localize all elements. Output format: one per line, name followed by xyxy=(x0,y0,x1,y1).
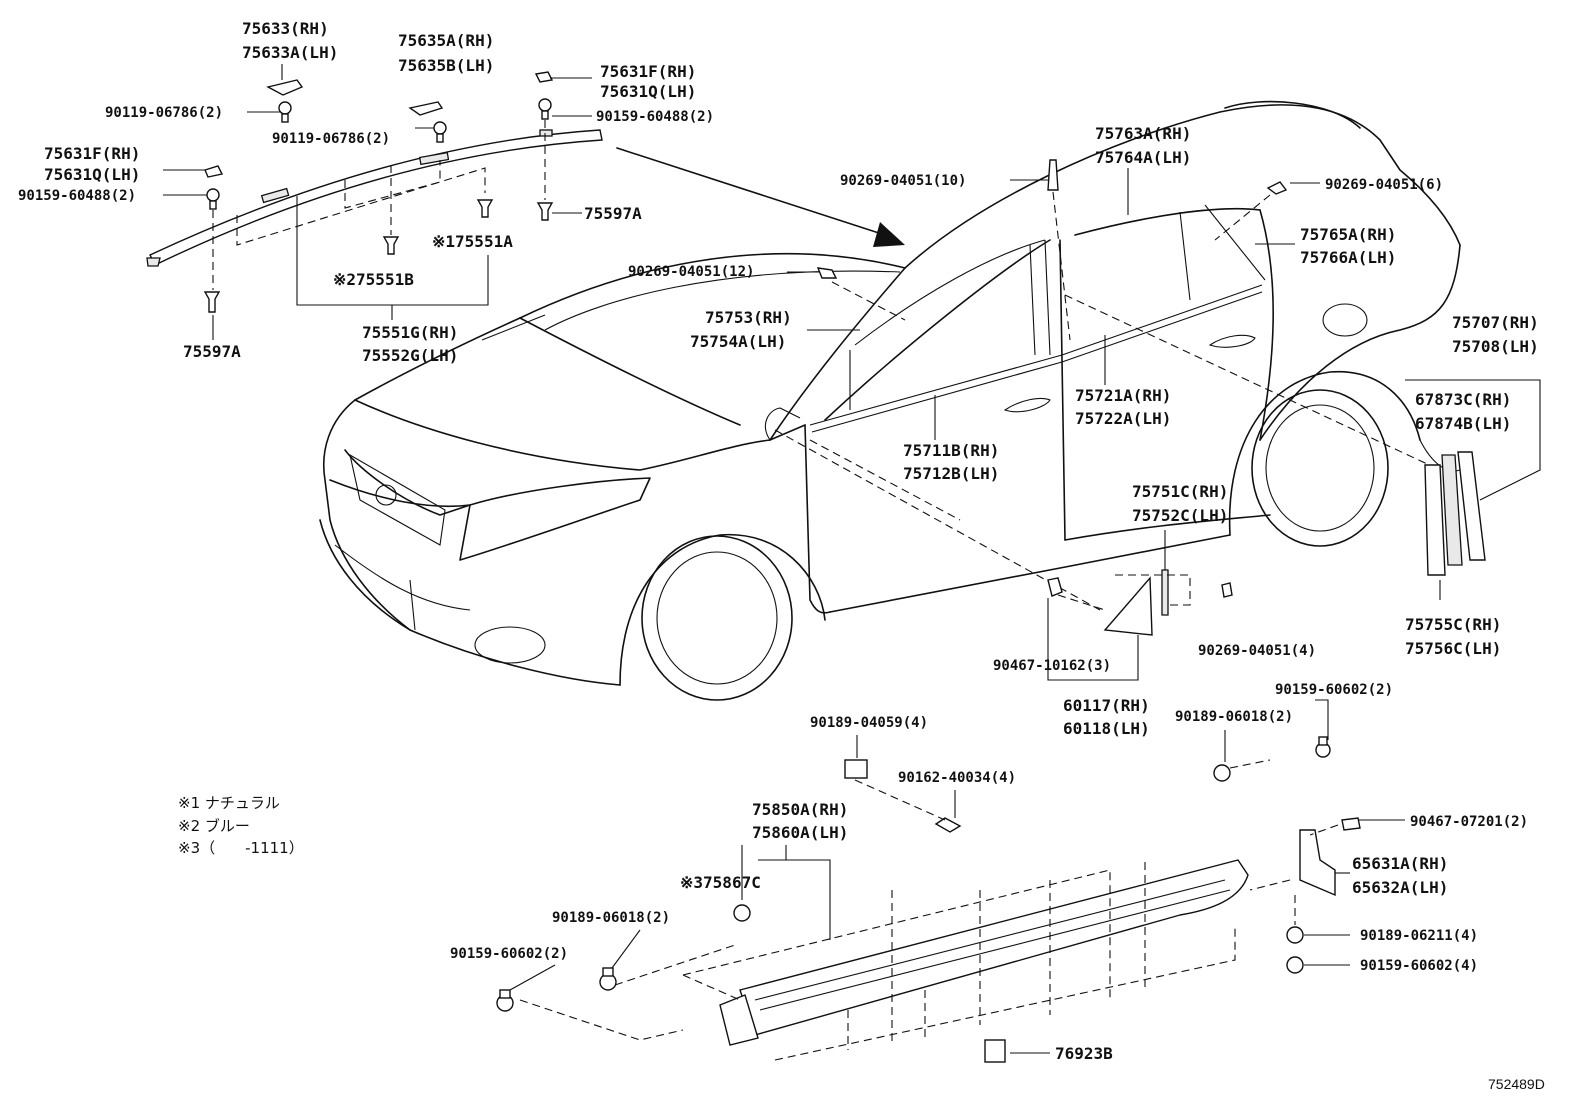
label-75755c: 75755C(RH) xyxy=(1405,615,1501,634)
label-60117: 60117(RH) xyxy=(1063,696,1150,715)
label-60118: 60118(LH) xyxy=(1063,719,1150,738)
label-75753: 75753(RH) xyxy=(705,308,792,327)
label-75552g: 75552G(LH) xyxy=(362,346,458,365)
label-90189-04059: 90189-04059(4) xyxy=(810,715,928,731)
rocker-panel xyxy=(496,699,1405,1063)
body-side-leaders xyxy=(774,159,1441,611)
label-75765a: 75765A(RH) xyxy=(1300,225,1396,244)
label-75551g: 75551G(RH) xyxy=(362,323,458,342)
note-natural: ※1 ナチュラル xyxy=(178,794,280,812)
label-75633a: 75633A(LH) xyxy=(242,43,338,62)
label-76923b: 76923B xyxy=(1055,1044,1113,1063)
label-75754a: 75754A(LH) xyxy=(690,332,786,351)
label-90189-06018-r: 90189-06018(2) xyxy=(1175,709,1293,725)
label-75712b: 75712B(LH) xyxy=(903,464,999,483)
label-90159-60602-4: 90159-60602(4) xyxy=(1360,958,1478,974)
label-90162-40034: 90162-40034(4) xyxy=(898,770,1016,786)
label-75850a: 75850A(RH) xyxy=(752,800,848,819)
label-75631q-left: 75631Q(LH) xyxy=(44,165,140,184)
label-75722a: 75722A(LH) xyxy=(1075,409,1171,428)
label-75711b: 75711B(RH) xyxy=(903,441,999,460)
label-90269-04051-4: 90269-04051(4) xyxy=(1198,643,1316,659)
label-75633: 75633(RH) xyxy=(242,19,329,38)
legend-notes: ※1 ナチュラル ※2 ブルー ※3（ -1111） xyxy=(178,794,304,857)
rear-quarter-garnish xyxy=(1405,379,1541,600)
label-75756c: 75756C(LH) xyxy=(1405,639,1501,658)
roof-rail-assembly xyxy=(146,64,905,341)
label-90467-10162: 90467-10162(3) xyxy=(993,658,1111,674)
label-90189-06018-l: 90189-06018(2) xyxy=(552,910,670,926)
label-90269-04051-10: 90269-04051(10) xyxy=(840,173,966,189)
label-90269-04051-6: 90269-04051(6) xyxy=(1325,177,1443,193)
label-67874b: 67874B(LH) xyxy=(1415,414,1511,433)
label-90159-60488-left: 90159-60488(2) xyxy=(18,188,136,204)
label-75635a: 75635A(RH) xyxy=(398,31,494,50)
label-75635b: 75635B(LH) xyxy=(398,56,494,75)
label-67873c: 67873C(RH) xyxy=(1415,390,1511,409)
note-date-range: ※3（ -1111） xyxy=(178,839,304,857)
car-body xyxy=(319,100,1461,701)
label-90159-60602-2-r: 90159-60602(2) xyxy=(1275,682,1393,698)
label-75751c: 75751C(RH) xyxy=(1132,482,1228,501)
note-blue: ※2 ブルー xyxy=(178,817,250,835)
label-65631a: 65631A(RH) xyxy=(1352,854,1448,873)
label-75752c: 75752C(LH) xyxy=(1132,506,1228,525)
label-90189-06211: 90189-06211(4) xyxy=(1360,928,1478,944)
label-65632a: 65632A(LH) xyxy=(1352,878,1448,897)
label-90269-04051-12: 90269-04051(12) xyxy=(628,264,754,280)
label-75708: 75708(LH) xyxy=(1452,337,1539,356)
label-75631q-top: 75631Q(LH) xyxy=(600,82,696,101)
label-75764a: 75764A(LH) xyxy=(1095,148,1191,167)
label-75763a: 75763A(RH) xyxy=(1095,124,1191,143)
label-90119-06786-a: 90119-06786(2) xyxy=(105,105,223,121)
label-75597a-left: 75597A xyxy=(183,342,241,361)
label-90159-60488-top: 90159-60488(2) xyxy=(596,109,714,125)
label-75766a: 75766A(LH) xyxy=(1300,248,1396,267)
label-75707: 75707(RH) xyxy=(1452,313,1539,332)
label-90159-60602-2-l: 90159-60602(2) xyxy=(450,946,568,962)
label-75631f-left: 75631F(RH) xyxy=(44,144,140,163)
part-labels: 75633(RH) 75633A(LH) 75635A(RH) 75635B(L… xyxy=(18,19,1539,1063)
label-90119-06786-b: 90119-06786(2) xyxy=(272,131,390,147)
label-75721a: 75721A(RH) xyxy=(1075,386,1171,405)
figure-reference-number: 752489D xyxy=(1488,1076,1545,1092)
window-moldings xyxy=(809,204,1266,433)
label-75860a: 75860A(LH) xyxy=(752,823,848,842)
label-75551b: ※275551B xyxy=(333,270,414,289)
label-75631f-top: 75631F(RH) xyxy=(600,62,696,81)
label-75551a: ※175551A xyxy=(432,232,513,251)
label-75867c: ※375867C xyxy=(680,873,761,892)
side-garnish xyxy=(1047,530,1233,681)
label-75597a-right: 75597A xyxy=(584,204,642,223)
label-90467-07201: 90467-07201(2) xyxy=(1410,814,1528,830)
